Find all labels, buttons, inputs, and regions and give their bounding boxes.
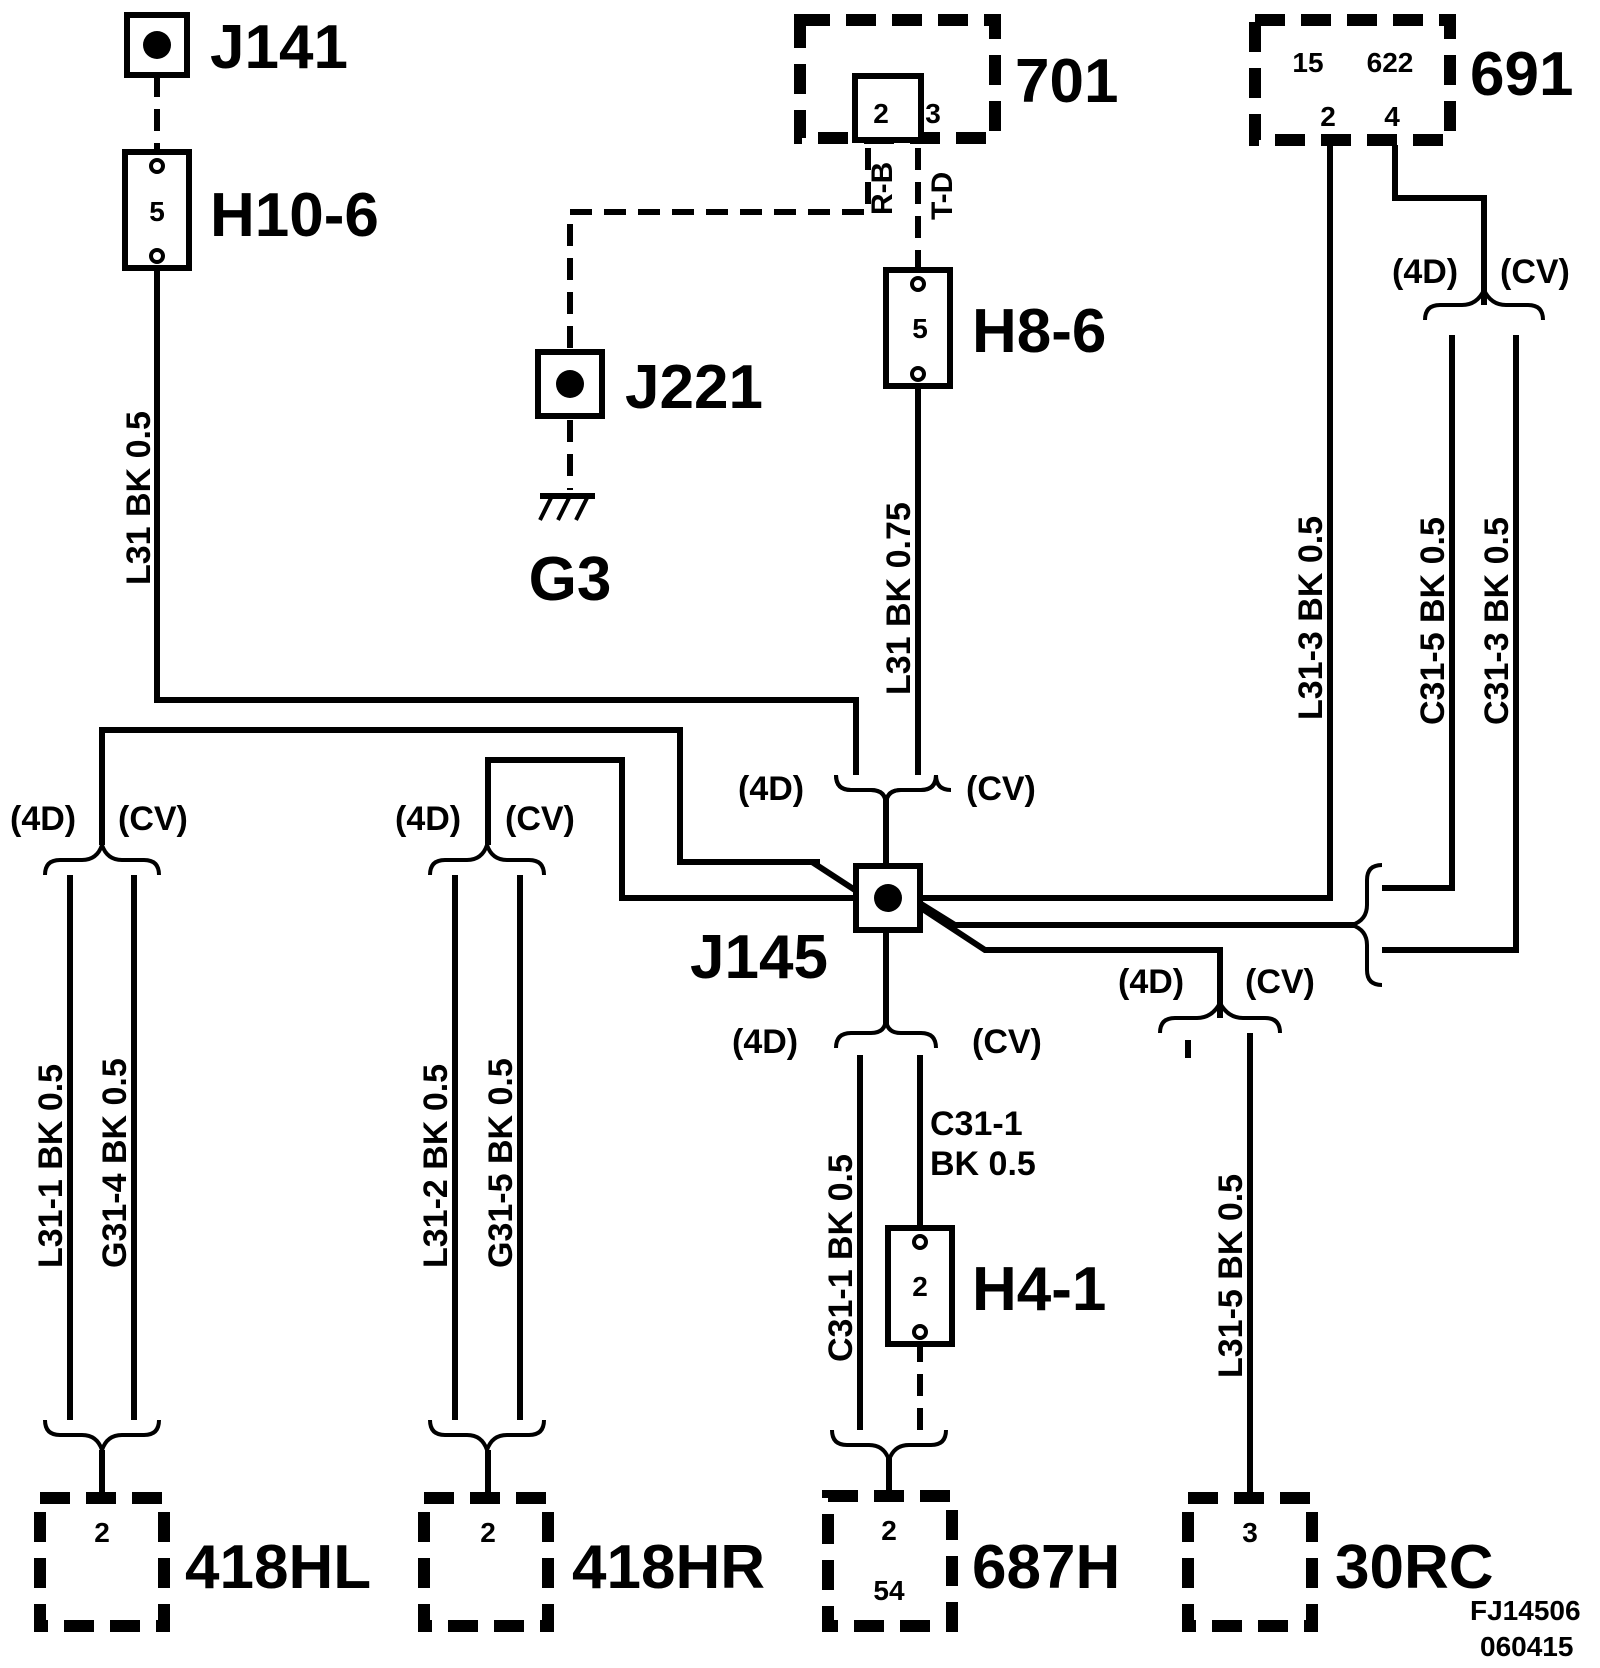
variant-cv-418hl: (CV) — [118, 800, 188, 838]
c30rc-box — [1182, 1492, 1318, 1632]
c691-box — [1249, 14, 1456, 146]
braces — [43, 285, 1545, 1467]
c418hr-pin: 2 — [480, 1517, 496, 1548]
h10-6-pin: 5 — [149, 196, 165, 227]
wire-label-c31-1-right-2: BK 0.5 — [930, 1145, 1036, 1183]
wire-label-l31-05: L31 BK 0.5 — [120, 411, 158, 585]
wire-701-j221 — [567, 80, 871, 352]
c691-pin-top-b: 622 — [1367, 47, 1414, 78]
variant-cv-418hr: (CV) — [505, 800, 575, 838]
variant-cv-j145-top: (CV) — [966, 770, 1036, 808]
wire-label-l31-5: L31-5 BK 0.5 — [1212, 1174, 1250, 1378]
h4-1-label: H4-1 — [972, 1255, 1106, 1324]
variant-4d-j145-top: (4D) — [738, 770, 804, 808]
c687h-box — [822, 1490, 958, 1632]
h4-1-connector — [885, 1225, 955, 1347]
variant-cv-691: (CV) — [1500, 253, 1570, 291]
wire-label-l31-3: L31-3 BK 0.5 — [1292, 516, 1330, 720]
brace-j145-top-left — [834, 774, 888, 806]
wire-label-c31-1-left: C31-1 BK 0.5 — [822, 1154, 860, 1362]
h8-6-pin: 5 — [912, 313, 928, 344]
j141-connector — [124, 12, 190, 78]
c701-pin-b: 3 — [925, 98, 941, 129]
c418hl-box — [34, 1492, 170, 1632]
wire-j145-right-brace — [916, 899, 1355, 928]
brace-418hr-top — [428, 838, 546, 876]
wire-label-c31-5: C31-5 BK 0.5 — [1414, 517, 1452, 725]
j141-label: J141 — [210, 13, 348, 82]
c701-pin-a: 2 — [873, 98, 889, 129]
c30rc-label: 30RC — [1335, 1533, 1494, 1602]
variant-cv-j145-bottom: (CV) — [972, 1023, 1042, 1061]
c691-pin-top-a: 15 — [1292, 47, 1323, 78]
wire-418hl-j145 — [99, 727, 820, 865]
wire-label-g31-4: G31-4 BK 0.5 — [96, 1058, 134, 1268]
c691-pin-a: 2 — [1320, 101, 1336, 132]
c701-inner — [852, 73, 924, 143]
wire-418hr-j145 — [485, 757, 860, 901]
wire-l31-main — [154, 268, 859, 775]
variant-4d-691: (4D) — [1392, 253, 1458, 291]
wire-label-c31-1-right-1: C31-1 — [930, 1105, 1023, 1143]
c418hr-box — [418, 1492, 554, 1632]
wire-label-rb: R-B — [866, 162, 899, 215]
c701-label: 701 — [1015, 47, 1118, 116]
c418hr-label: 418HR — [572, 1533, 765, 1602]
variant-4d-418hr: (4D) — [395, 800, 461, 838]
wire-label-td: T-D — [926, 172, 959, 220]
c687h-label: 687H — [972, 1533, 1120, 1602]
brace-j145-bottom — [834, 1017, 938, 1049]
variant-4d-418hl: (4D) — [10, 800, 76, 838]
brace-418hr-bottom — [428, 1419, 546, 1457]
brace-30rc-top — [1158, 998, 1282, 1034]
variant-4d-j145-bottom: (4D) — [732, 1023, 798, 1061]
wire-j145-691 — [918, 110, 1333, 901]
brace-418hl-bottom — [43, 1419, 161, 1457]
variant-cv-30rc: (CV) — [1245, 963, 1315, 1001]
reference-code: FJ14506 — [1470, 1595, 1581, 1626]
wire-label-l31-1: L31-1 BK 0.5 — [32, 1064, 70, 1268]
h4-1-pin: 2 — [912, 1271, 928, 1302]
c418hl-pin: 2 — [94, 1517, 110, 1548]
wire-join — [810, 859, 860, 895]
h10-6-label: H10-6 — [210, 181, 379, 250]
c418hl-label: 418HL — [185, 1533, 371, 1602]
j145-label: J145 — [690, 923, 828, 992]
wire-label-g31-5: G31-5 BK 0.5 — [482, 1058, 520, 1268]
wire-label-l31-075: L31 BK 0.75 — [880, 502, 918, 695]
wire-label-l31-2: L31-2 BK 0.5 — [417, 1064, 455, 1268]
brace-right — [1345, 863, 1383, 987]
c687h-pin-b: 54 — [873, 1575, 905, 1606]
j221-connector — [535, 349, 605, 419]
c30rc-pin: 3 — [1242, 1517, 1258, 1548]
c687h-pin-a: 2 — [881, 1515, 897, 1546]
ground-icon — [538, 493, 595, 521]
brace-687h-bottom — [830, 1429, 948, 1467]
h8-6-connector — [883, 267, 953, 389]
c691-pin-b: 4 — [1384, 101, 1400, 132]
g3-label: G3 — [529, 545, 612, 614]
c691-label: 691 — [1470, 40, 1573, 109]
wire-c31-3 — [1382, 335, 1519, 953]
brace-j145-top-right — [884, 774, 952, 806]
variant-4d-30rc: (4D) — [1118, 963, 1184, 1001]
h10-6-connector — [122, 149, 192, 271]
brace-418hl-top — [43, 838, 161, 876]
h8-6-label: H8-6 — [972, 297, 1106, 366]
reference-date: 060415 — [1480, 1631, 1573, 1662]
wire-c31-5 — [1382, 335, 1455, 891]
brace-691 — [1423, 285, 1545, 321]
j145-splice — [853, 863, 923, 933]
wire-691-pin4 — [1392, 145, 1487, 305]
wires — [67, 75, 1519, 1495]
j221-label: J221 — [625, 353, 763, 422]
wire-j145-30rc — [916, 903, 1223, 1018]
wire-label-c31-3: C31-3 BK 0.5 — [1478, 517, 1516, 725]
